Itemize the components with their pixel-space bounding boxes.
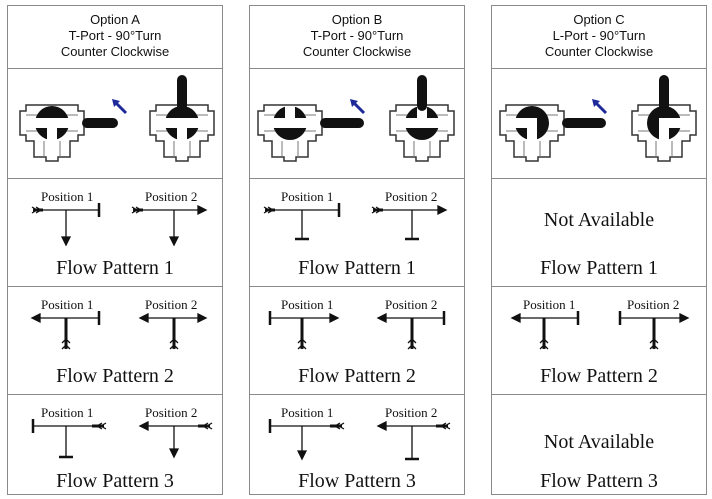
- flow-position-2-icon: [138, 312, 208, 350]
- position-2-label: Position 2: [385, 297, 438, 312]
- option-b-flow-pattern-1: Position 1 Position 2 Flow Pattern 1: [250, 179, 464, 287]
- flow-diagram-svg: [268, 419, 451, 461]
- flow-position-1-icon: [31, 419, 107, 459]
- position-1-label: Position 1: [281, 297, 334, 312]
- position-1-label: Position 1: [523, 297, 576, 312]
- flow-diagram-svg: [510, 311, 690, 350]
- position-2-label: Position 2: [145, 297, 198, 312]
- option-c-valve-image: [492, 69, 706, 179]
- valve-position-2-icon: [631, 75, 697, 162]
- position-2-label: Position 2: [385, 405, 438, 420]
- option-c-title: Option C: [573, 12, 625, 27]
- flow-position-1-icon: [31, 203, 101, 247]
- option-a-title: Option A: [90, 12, 140, 27]
- flow-pattern-label: Flow Pattern 2: [56, 365, 174, 387]
- flow-diagram-svg: [31, 419, 213, 459]
- rotation-arrow-icon: [350, 99, 366, 115]
- option-c-subtitle: L-Port - 90°Turn: [552, 28, 646, 43]
- option-b-flow-pattern-3: Position 1 Position 2 Flow Pattern 3: [250, 395, 464, 494]
- option-a-valve-svg: [19, 75, 215, 162]
- position-1-label: Position 1: [41, 405, 94, 420]
- flow-position-2-icon: [371, 204, 448, 241]
- option-b-valve-image: [250, 69, 464, 179]
- flow-position-1-icon: [30, 311, 101, 350]
- flow-position-2-icon: [376, 420, 451, 461]
- option-a-column: Option A T-Port - 90°Turn Counter Clockw…: [7, 5, 223, 495]
- valve-position-2-icon: [389, 75, 455, 162]
- option-a-flow-pattern-2: Position 1 Position 2 Flow Pattern 2: [8, 287, 222, 395]
- option-c-flow-pattern-1: Not Available Flow Pattern 1: [492, 179, 706, 287]
- flow-pattern-label: Flow Pattern 3: [56, 470, 174, 492]
- position-2-label: Position 2: [627, 297, 680, 312]
- option-b-valve-svg: [257, 75, 455, 162]
- flow-diagram-svg: [263, 203, 448, 241]
- flow-diagram-svg: [30, 311, 208, 350]
- flow-position-1-icon: [263, 203, 341, 241]
- not-available-label: Not Available: [543, 209, 655, 231]
- option-c-column: Option C L-Port - 90°Turn Counter Clockw…: [491, 5, 707, 495]
- option-b-column: Option B T-Port - 90°Turn Counter Clockw…: [249, 5, 465, 495]
- option-b-direction: Counter Clockwise: [302, 44, 412, 59]
- position-1-label: Position 1: [281, 405, 334, 420]
- option-a-subtitle: T-Port - 90°Turn: [68, 28, 162, 43]
- valve-position-1-icon: [499, 104, 606, 162]
- option-a-flow-pattern-1: Position 1 Position 2 Flow Pattern 1: [8, 179, 222, 287]
- position-1-label: Position 1: [281, 189, 334, 204]
- position-2-label: Position 2: [145, 189, 198, 204]
- flow-pattern-label: Flow Pattern 3: [298, 470, 416, 492]
- flow-pattern-label: Flow Pattern 1: [298, 257, 416, 279]
- flow-diagram-svg: [31, 203, 208, 247]
- flow-diagram-svg: [268, 311, 446, 350]
- option-a-direction: Counter Clockwise: [60, 44, 170, 59]
- flow-pattern-label: Flow Pattern 1: [56, 257, 174, 279]
- flow-position-2-icon: [131, 204, 208, 247]
- option-c-flow-pattern-2: Position 1 Position 2 Flow Pattern 2: [492, 287, 706, 395]
- option-a-header: Option A T-Port - 90°Turn Counter Clockw…: [8, 6, 222, 69]
- flow-position-2-icon: [376, 311, 446, 350]
- flow-pattern-label: Flow Pattern 2: [540, 365, 658, 387]
- option-c-header: Option C L-Port - 90°Turn Counter Clockw…: [492, 6, 706, 69]
- position-1-label: Position 1: [41, 297, 94, 312]
- flow-position-1-icon: [510, 311, 580, 350]
- option-b-header: Option B T-Port - 90°Turn Counter Clockw…: [250, 6, 464, 69]
- position-2-label: Position 2: [385, 189, 438, 204]
- rotation-arrow-icon: [592, 99, 608, 115]
- flow-pattern-label: Flow Pattern 3: [540, 470, 658, 492]
- flow-position-2-icon: [618, 311, 690, 350]
- position-1-label: Position 1: [41, 189, 94, 204]
- valve-position-1-icon: [19, 104, 118, 162]
- option-a-flow-pattern-3: Position 1 Position 2 Flow Pattern 3: [8, 395, 222, 494]
- not-available-label: Not Available: [543, 431, 655, 453]
- flow-pattern-label: Flow Pattern 2: [298, 365, 416, 387]
- flow-position-1-icon: [268, 311, 340, 350]
- option-c-flow-pattern-3: Not Available Flow Pattern 3: [492, 395, 706, 494]
- option-b-flow-pattern-2: Position 1 Position 2 Flow Pattern 2: [250, 287, 464, 395]
- valve-position-2-icon: [149, 75, 215, 162]
- rotation-arrow-icon: [112, 99, 128, 115]
- flow-position-2-icon: [138, 420, 213, 459]
- valve-position-1-icon: [257, 104, 364, 162]
- option-c-valve-svg: [499, 75, 697, 162]
- option-b-title: Option B: [331, 12, 383, 27]
- option-c-direction: Counter Clockwise: [544, 44, 654, 59]
- option-a-valve-image: [8, 69, 222, 179]
- position-2-label: Position 2: [145, 405, 198, 420]
- flow-pattern-label: Flow Pattern 1: [540, 257, 658, 279]
- flow-position-1-icon: [268, 419, 345, 461]
- option-b-subtitle: T-Port - 90°Turn: [310, 28, 404, 43]
